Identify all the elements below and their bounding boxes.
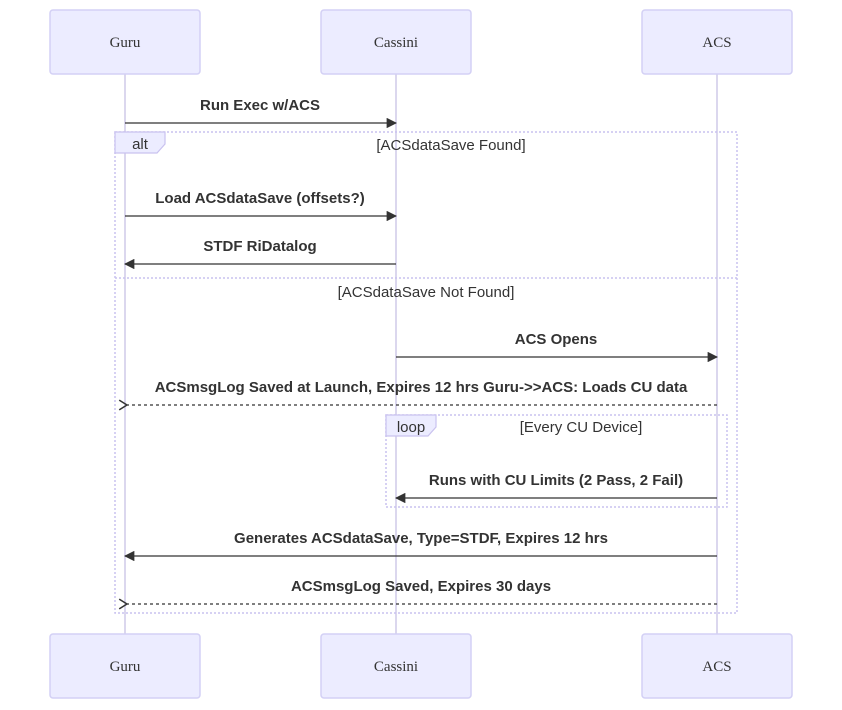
actor-guru-bottom: Guru <box>49 633 201 699</box>
loop-tag-label: loop <box>397 419 425 436</box>
message-generates-acsdatasave: Generates ACSdataSave, Type=STDF, Expire… <box>123 530 717 562</box>
message-load-acsdatasave: Load ACSdataSave (offsets?) <box>125 190 398 222</box>
message-label: Runs with CU Limits (2 Pass, 2 Fail) <box>429 472 683 489</box>
loop-tag <box>385 414 437 437</box>
alt-condition: [ACSdataSave Found] <box>376 137 525 154</box>
message-label: ACSmsgLog Saved at Launch, Expires 12 hr… <box>155 379 688 396</box>
actor-label: Cassini <box>374 659 418 675</box>
message-label: ACSmsgLog Saved, Expires 30 days <box>291 578 551 595</box>
message-acs-opens: ACS Opens <box>396 331 719 363</box>
loop-frame: loop [Every CU Device] <box>385 414 728 508</box>
actor-label: ACS <box>702 659 731 675</box>
message-acsmsglog-launch: ACSmsgLog Saved at Launch, Expires 12 hr… <box>118 379 717 411</box>
message-runs-cu-limits: Runs with CU Limits (2 Pass, 2 Fail) <box>394 472 717 504</box>
actor-acs-top: ACS <box>641 9 793 75</box>
message-label: STDF RiDatalog <box>203 238 316 255</box>
loop-condition: [Every CU Device] <box>520 419 643 436</box>
message-run-exec: Run Exec w/ACS <box>125 97 398 129</box>
message-label: Run Exec w/ACS <box>200 97 320 114</box>
actor-label: Guru <box>110 35 141 51</box>
message-stdf-ridatalog: STDF RiDatalog <box>123 238 396 270</box>
message-acsmsglog-saved: ACSmsgLog Saved, Expires 30 days <box>118 578 717 610</box>
message-label: Generates ACSdataSave, Type=STDF, Expire… <box>234 530 608 547</box>
actor-cassini-top: Cassini <box>320 9 472 75</box>
actor-label: ACS <box>702 35 731 51</box>
actor-guru-top: Guru <box>49 9 201 75</box>
alt-tag-label: alt <box>132 136 149 153</box>
message-label: Load ACSdataSave (offsets?) <box>155 190 364 207</box>
actor-cassini-bottom: Cassini <box>320 633 472 699</box>
actor-label: Cassini <box>374 35 418 51</box>
alt-tag <box>114 131 166 154</box>
alt-frame: alt [ACSdataSave Found] [ACSdataSave Not… <box>114 131 738 614</box>
alt-else-condition: [ACSdataSave Not Found] <box>338 284 515 301</box>
message-label: ACS Opens <box>515 331 598 348</box>
actor-label: Guru <box>110 659 141 675</box>
actor-acs-bottom: ACS <box>641 633 793 699</box>
